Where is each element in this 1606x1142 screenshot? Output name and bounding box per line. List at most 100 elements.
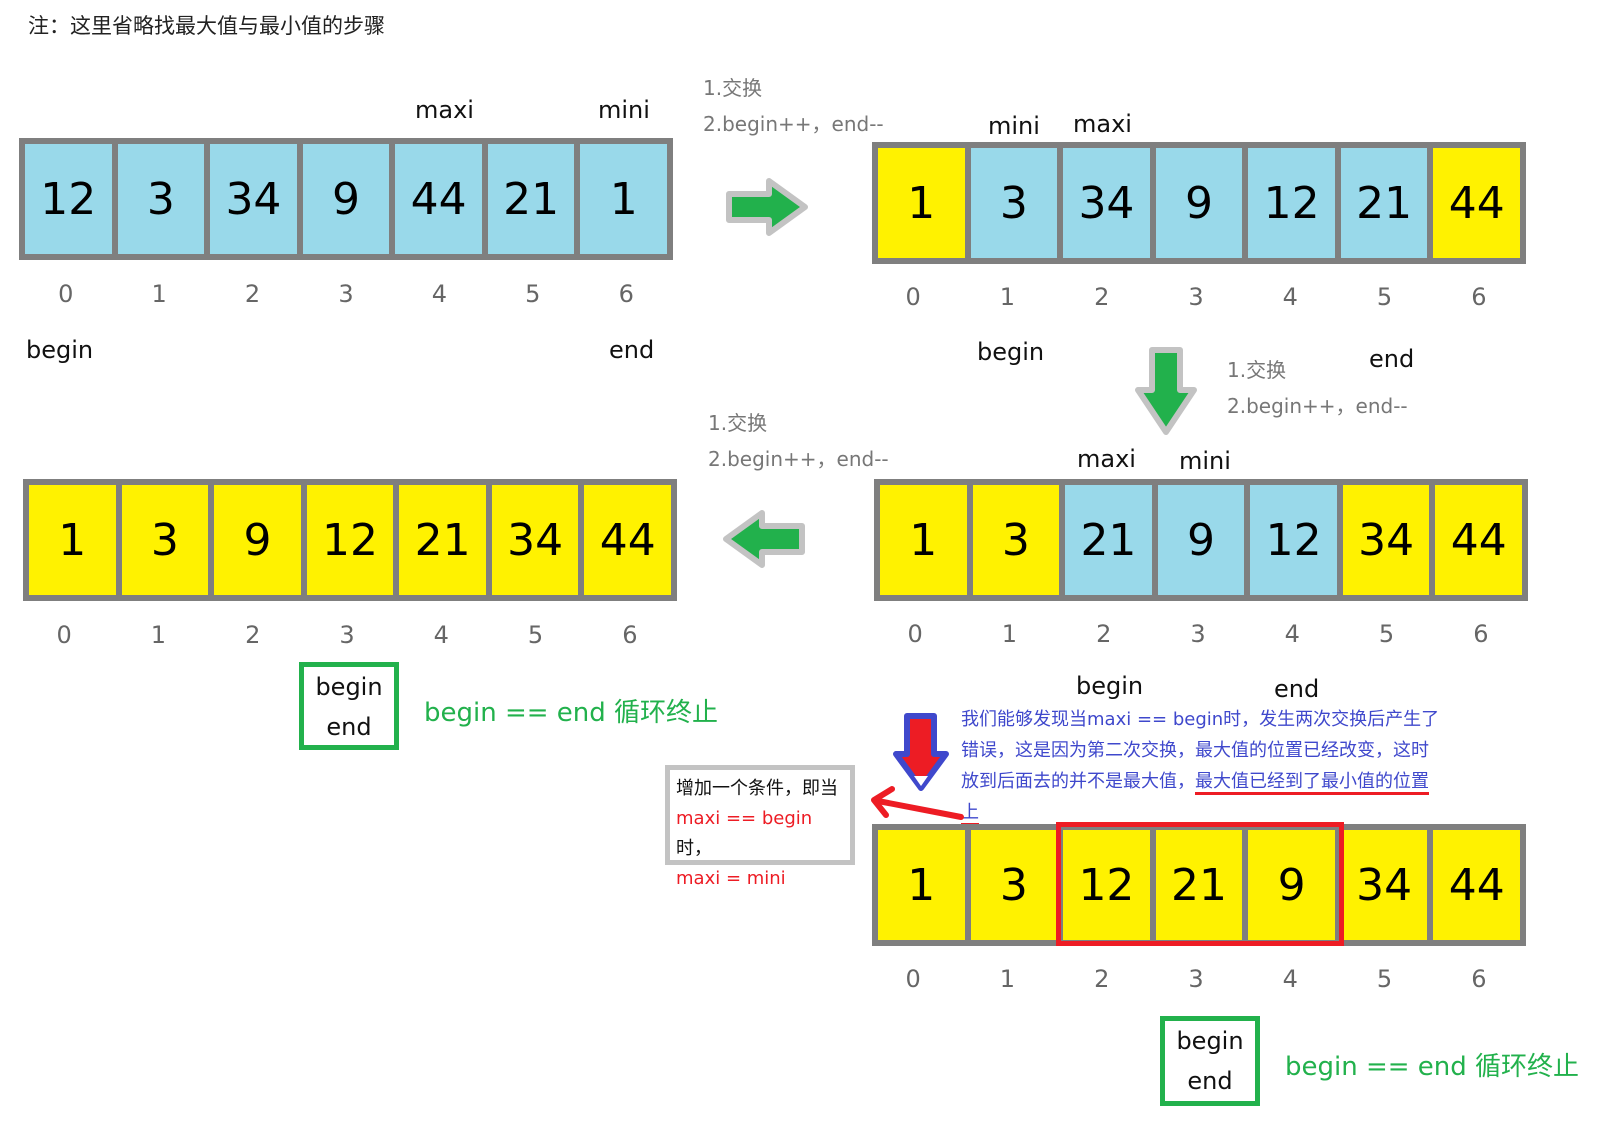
array-cell: 12 xyxy=(1063,830,1150,940)
index-label: 4 xyxy=(1282,283,1298,311)
index-label: 2 xyxy=(1094,965,1110,993)
note-underlined: 最大值已经到了最小值的位置 xyxy=(1195,771,1429,795)
maxi-label: maxi xyxy=(1073,110,1132,138)
end-label: end xyxy=(1369,345,1415,373)
note-line-2: 错误，这是因为第二次交换，最大值的位置已经改变，这时 xyxy=(961,740,1429,761)
mini-label: mini xyxy=(598,96,650,124)
step-swap: 1.交换 xyxy=(703,76,763,100)
condition-line-2: maxi == begin 时， xyxy=(676,804,844,864)
note-text: 注：这里省略找最大值与最小值的步骤 xyxy=(28,14,385,38)
array-cell: 9 xyxy=(1155,148,1243,258)
array-cell: 1 xyxy=(580,144,668,254)
index-label: 6 xyxy=(1471,283,1487,311)
step-move: 2.begin++，end-- xyxy=(708,447,889,471)
index-label: 4 xyxy=(1284,620,1300,648)
array-cell: 12 xyxy=(25,144,112,254)
condition-line-1: 增加一个条件，即当 xyxy=(676,778,838,799)
array-cell: 21 xyxy=(1065,485,1152,595)
array-cell: 3 xyxy=(117,144,205,254)
array-cell: 9 xyxy=(302,144,390,254)
array-cell: 21 xyxy=(487,144,575,254)
array-cell: 12 xyxy=(1248,148,1335,258)
red-down-arrow-icon xyxy=(893,713,949,791)
note-line-3: 放到后面去的并不是最大值，最大值已经到了最小值的位置 xyxy=(961,766,1461,797)
array-cell: 21 xyxy=(1155,830,1243,940)
index-label: 3 xyxy=(1188,965,1204,993)
note-line-4-text: 上 xyxy=(961,802,979,826)
index-label: 3 xyxy=(339,621,355,649)
note-line-4: 上 xyxy=(961,797,1461,828)
index-label: 0 xyxy=(907,620,923,648)
array-cell: 12 xyxy=(1250,485,1337,595)
end-label: end xyxy=(609,336,655,364)
index-label: 2 xyxy=(245,621,261,649)
index-label: 6 xyxy=(1471,965,1487,993)
begin-label: begin xyxy=(1176,1027,1244,1055)
step-move: 2.begin++，end-- xyxy=(1227,394,1408,418)
array-cell: 9 xyxy=(1157,485,1245,595)
array-cell: 3 xyxy=(121,485,209,595)
index-label: 0 xyxy=(56,621,72,649)
begin-label: begin xyxy=(26,336,94,364)
maxi-label: maxi xyxy=(415,96,474,124)
index-label: 2 xyxy=(244,280,261,308)
array-cell: 3 xyxy=(970,830,1058,940)
index-label: 1 xyxy=(999,283,1016,311)
right-arrow-icon xyxy=(726,178,808,236)
condition-suffix: 时， xyxy=(676,838,712,859)
end-label: end xyxy=(1274,675,1320,703)
condition-line-3: maxi = mini xyxy=(676,868,786,889)
index-label: 1 xyxy=(150,621,167,649)
step-instructions-2: 1.交换 2.begin++，end-- xyxy=(1227,352,1408,424)
begin-end-box: begin end xyxy=(299,662,399,750)
index-label: 6 xyxy=(1473,620,1489,648)
index-label: 4 xyxy=(433,621,449,649)
step-swap: 1.交换 xyxy=(1227,358,1287,382)
condition-expr: maxi == begin xyxy=(676,808,813,829)
array-cell: 3 xyxy=(972,485,1060,595)
index-label: 4 xyxy=(1282,965,1298,993)
index-label: 4 xyxy=(431,280,448,308)
index-label: 1 xyxy=(1001,620,1018,648)
note-line-1: 我们能够发现当maxi == begin时，发生两次交换后产生了 xyxy=(961,709,1440,730)
array-cell: 34 xyxy=(210,144,297,254)
array-cell: 1 xyxy=(878,148,965,258)
index-label: 0 xyxy=(58,280,74,308)
array-cell: 9 xyxy=(1248,830,1335,940)
begin-label: begin xyxy=(315,673,383,701)
step-instructions-1: 1.交换 2.begin++，end-- xyxy=(703,70,884,142)
array-cell: 1 xyxy=(880,485,967,595)
loop-end-text: begin == end 循环终止 xyxy=(1285,1052,1580,1082)
array-cell: 44 xyxy=(1435,485,1523,595)
array-cell: 44 xyxy=(1433,148,1521,258)
index-label: 5 xyxy=(1376,283,1393,311)
array-cell: 12 xyxy=(306,485,394,595)
array-cell: 9 xyxy=(214,485,301,595)
end-label: end xyxy=(1187,1067,1233,1095)
mini-label: mini xyxy=(988,112,1040,140)
index-label: 6 xyxy=(622,621,638,649)
index-label: 5 xyxy=(1376,965,1393,993)
index-label: 1 xyxy=(151,280,167,308)
step-swap: 1.交换 xyxy=(708,411,768,435)
begin-label: begin xyxy=(1076,672,1144,700)
begin-end-box: begin end xyxy=(1160,1016,1260,1106)
index-label: 3 xyxy=(338,280,354,308)
array-cell: 1 xyxy=(878,830,965,940)
step-move: 2.begin++，end-- xyxy=(703,112,884,136)
array-cell: 34 xyxy=(1342,485,1430,595)
condition-box: 增加一个条件，即当 maxi == begin 时， maxi = mini xyxy=(665,765,855,889)
index-label: 1 xyxy=(999,965,1016,993)
array-cell: 34 xyxy=(1340,830,1428,940)
loop-end-text: begin == end 循环终止 xyxy=(424,698,719,728)
array-cell: 34 xyxy=(1063,148,1150,258)
array-cell: 44 xyxy=(584,485,672,595)
